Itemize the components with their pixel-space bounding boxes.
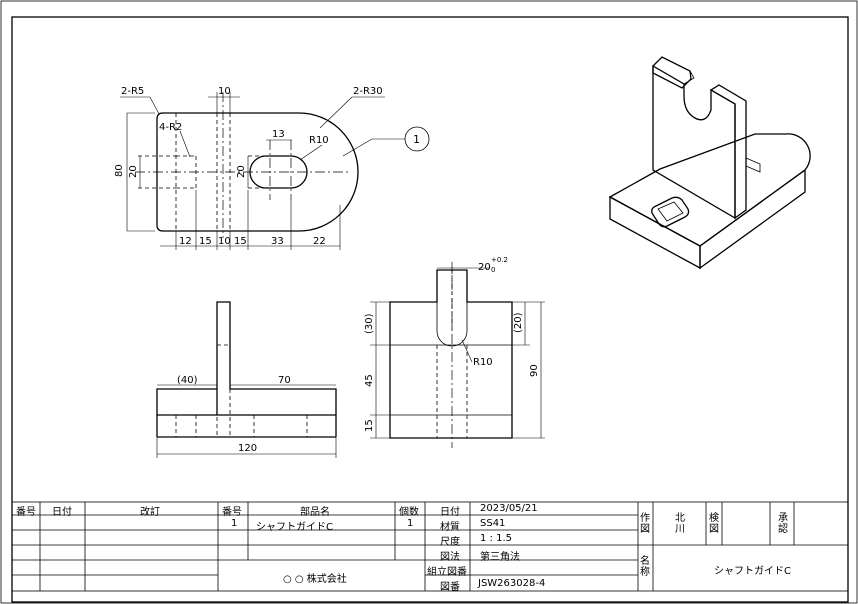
dim-20-tol: 20 — [478, 262, 491, 273]
dim-20-tol-lower: 0 — [491, 266, 495, 274]
dim-10-top: 10 — [218, 86, 231, 97]
top-view: 80 20 20 10 13 R10 2-R5 4-R2 2-R30 1 — [114, 86, 430, 250]
dim-33: 33 — [271, 236, 284, 247]
dim-15-side: 15 — [364, 419, 375, 432]
dim-2-r30: 2-R30 — [353, 86, 383, 97]
dim-40: (40) — [177, 375, 198, 386]
dim-70: 70 — [278, 375, 291, 386]
dim-2-r5: 2-R5 — [121, 86, 144, 97]
front-view: (40) 70 120 — [156, 301, 337, 458]
side-view: 20 +0.2 0 (30) 45 15 (20) 90 R10 — [364, 256, 545, 448]
dim-15-b: 15 — [234, 236, 247, 247]
dim-45: 45 — [364, 374, 375, 387]
dim-120: 120 — [238, 443, 257, 454]
dim-4-r2: 4-R2 — [159, 122, 182, 133]
dim-22: 22 — [313, 236, 326, 247]
dim-30: (30) — [364, 313, 375, 334]
dim-r10-top: R10 — [309, 135, 329, 146]
dim-10-bottom: 10 — [218, 236, 231, 247]
dim-13: 13 — [272, 129, 285, 140]
inner-border — [11, 16, 849, 603]
dim-80: 80 — [114, 164, 125, 177]
dim-20-left: 20 — [128, 165, 139, 178]
isometric-view — [608, 56, 811, 270]
balloon-1: 1 — [413, 133, 420, 146]
dim-r10-side: R10 — [473, 357, 493, 368]
dim-20-paren: (20) — [513, 312, 524, 333]
title-block — [11, 501, 849, 592]
dim-90: 90 — [529, 364, 540, 377]
dim-20-tol-upper: +0.2 — [491, 256, 508, 264]
dim-20-slot: 20 — [236, 165, 247, 178]
dim-15-a: 15 — [199, 236, 212, 247]
dim-12: 12 — [179, 236, 192, 247]
